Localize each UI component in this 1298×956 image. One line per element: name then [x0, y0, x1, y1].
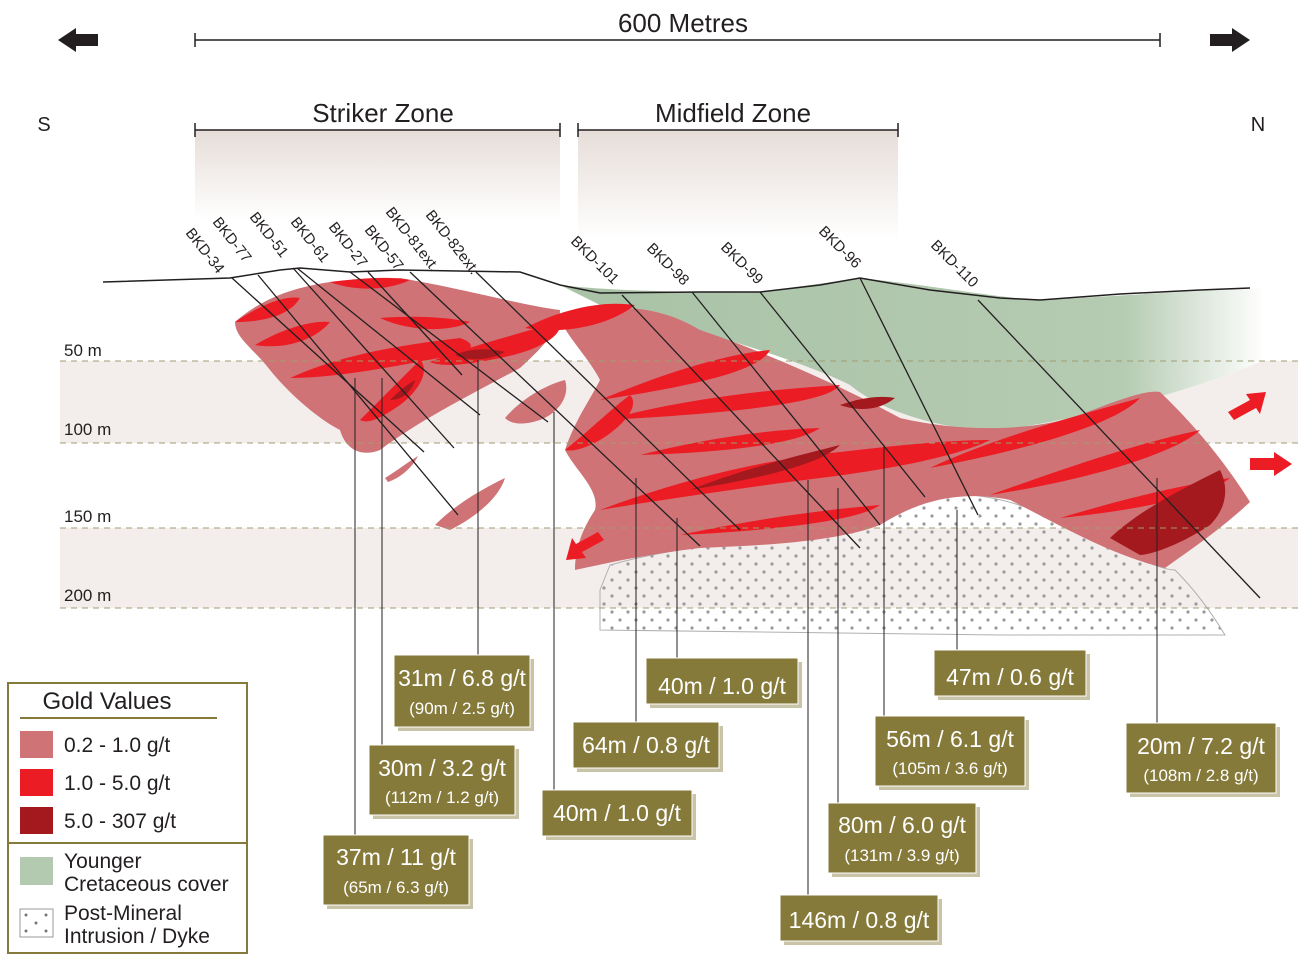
depth-label: 200 m: [64, 586, 111, 605]
intercept-box: 40m / 1.0 g/t: [541, 789, 696, 840]
intercept-sub: (108m / 2.8 g/t): [1143, 766, 1258, 785]
intercept-box: 146m / 0.8 g/t: [779, 894, 942, 945]
legend: Gold Values 0.2 - 1.0 g/t 1.0 - 5.0 g/t …: [7, 682, 248, 954]
intercept-box: 80m / 6.0 g/t (131m / 3.9 g/t): [827, 802, 980, 877]
intercept-leaders: [354, 360, 1158, 895]
zone-label: Striker Zone: [312, 98, 454, 128]
intercept-box: 30m / 3.2 g/t (112m / 1.2 g/t): [368, 744, 519, 819]
plunge-arrows: [566, 392, 1292, 560]
arrow-up-right-icon: [1228, 392, 1266, 420]
legend-intrusion-line2: Intrusion / Dyke: [64, 925, 210, 948]
intercept-box: 64m / 0.8 g/t: [572, 721, 723, 772]
scale-bar: 600 Metres: [194, 8, 1161, 47]
arrow-down-left-icon: [566, 532, 604, 560]
intercept-sub: (105m / 3.6 g/t): [892, 759, 1007, 778]
intercept-sub: (65m / 6.3 g/t): [343, 878, 449, 897]
intercept-main: 56m / 6.1 g/t: [886, 726, 1014, 752]
legend-swatch-high: [20, 807, 53, 834]
highgrade-mineralisation: [390, 349, 1226, 555]
drillhole-label: BKD-99: [717, 239, 766, 288]
depth-label: 150 m: [64, 507, 111, 526]
drillhole-label: BKD-101: [567, 233, 622, 288]
depth-label: 100 m: [64, 420, 111, 439]
zone-label: Midfield Zone: [655, 98, 811, 128]
intercept-box: 47m / 0.6 g/t: [933, 649, 1090, 700]
drillhole-label: BKD-98: [643, 240, 692, 289]
scale-label: 600 Metres: [618, 8, 748, 38]
legend-swatch-intrusion: [19, 908, 54, 938]
intercept-sub: (90m / 2.5 g/t): [409, 699, 515, 718]
drillhole-label: BKD-27: [325, 219, 371, 271]
arrow-right-icon: [1210, 28, 1250, 52]
legend-grade-label: 5.0 - 307 g/t: [64, 810, 176, 833]
arrow-left-icon: [58, 28, 98, 52]
arrow-right-icon: [1250, 452, 1292, 476]
legend-swatch-cover: [20, 857, 53, 885]
legend-swatch-low: [20, 731, 53, 758]
ground-surface: [102, 267, 1251, 301]
intercept-sub: (131m / 3.9 g/t): [844, 846, 959, 865]
intercept-box: 37m / 11 g/t (65m / 6.3 g/t): [322, 834, 473, 909]
intercept-main: 30m / 3.2 g/t: [378, 755, 506, 781]
compass-north: N: [1251, 114, 1265, 136]
drillhole-label: BKD-110: [927, 237, 981, 291]
legend-grade-label: 1.0 - 5.0 g/t: [64, 772, 170, 795]
intercept-main: 80m / 6.0 g/t: [838, 812, 966, 838]
intercept-main: 40m / 1.0 g/t: [553, 800, 681, 826]
intercept-box: 56m / 6.1 g/t (105m / 3.6 g/t): [874, 715, 1029, 790]
cretaceous-cover-body: [560, 278, 1265, 432]
legend-cover-line2: Cretaceous cover: [64, 873, 229, 896]
drill-traces: [231, 267, 1261, 599]
intercept-main: 146m / 0.8 g/t: [789, 907, 930, 933]
legend-cover-line1: Younger: [64, 850, 141, 873]
legend-swatch-mid: [20, 769, 53, 796]
intercept-main: 64m / 0.8 g/t: [582, 732, 710, 758]
depth-markers: 50 m 100 m 150 m 200 m: [60, 341, 1298, 609]
legend-intrusion-line1: Post-Mineral: [64, 902, 182, 925]
intercept-box: 31m / 6.8 g/t (90m / 2.5 g/t): [393, 654, 534, 731]
compass-south: S: [37, 114, 50, 136]
intercept-main: 20m / 7.2 g/t: [1137, 733, 1265, 759]
zone-striker: Striker Zone: [194, 98, 561, 220]
drillhole-label: BKD-61: [287, 214, 333, 266]
intercept-main: 40m / 1.0 g/t: [658, 673, 786, 699]
intercept-main: 47m / 0.6 g/t: [946, 664, 1074, 690]
legend-grade-label: 0.2 - 1.0 g/t: [64, 734, 170, 757]
intercept-sub: (112m / 1.2 g/t): [385, 788, 499, 807]
zone-midfield: Midfield Zone: [577, 98, 899, 240]
intercept-main: 37m / 11 g/t: [336, 844, 456, 870]
legend-title: Gold Values: [43, 688, 172, 715]
intercept-box: 20m / 7.2 g/t (108m / 2.8 g/t): [1125, 722, 1280, 797]
intercept-main: 31m / 6.8 g/t: [398, 665, 526, 691]
intercept-box: 40m / 1.0 g/t: [645, 657, 802, 708]
depth-label: 50 m: [64, 341, 102, 360]
